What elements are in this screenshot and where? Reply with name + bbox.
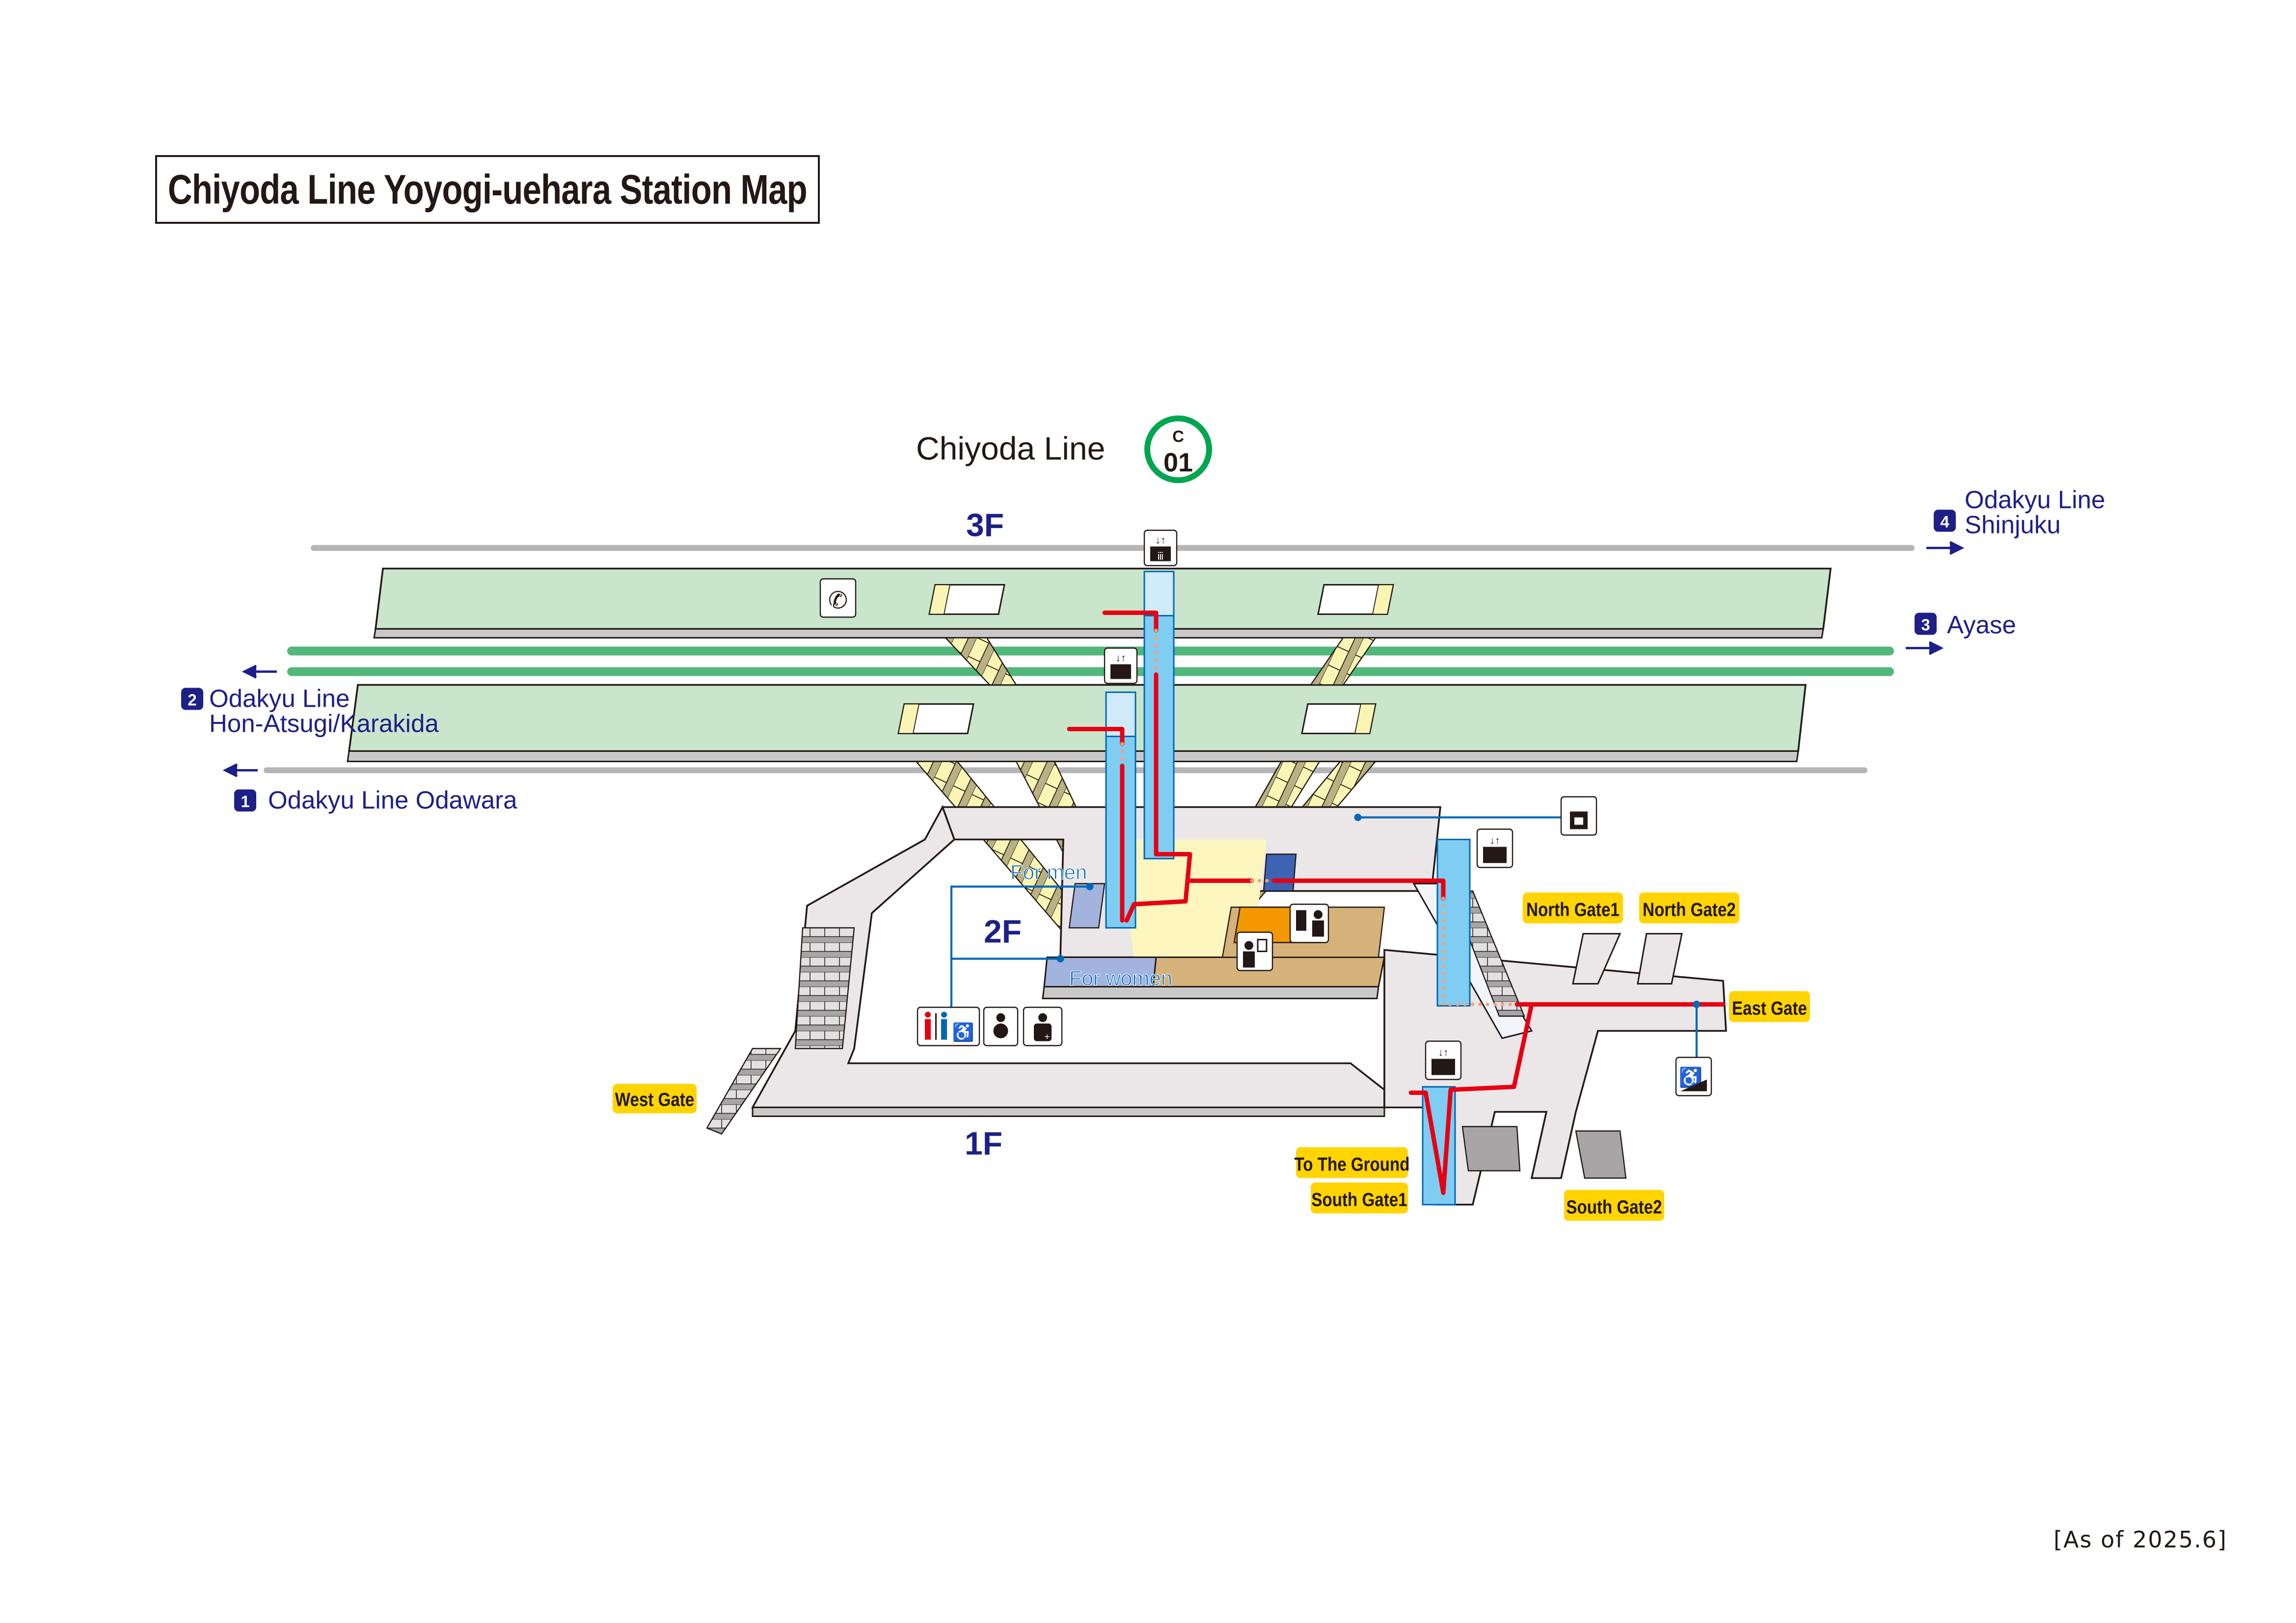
svg-text:To The Ground: To The Ground xyxy=(1294,1153,1409,1175)
line-header: Chiyoda Line C 01 xyxy=(916,415,1212,483)
staircase xyxy=(1309,637,1377,686)
direction-4: 4 Odakyu Line Shinjuku xyxy=(1926,486,2105,555)
gate-badge-east[interactable]: East Gate xyxy=(1729,991,1810,1022)
leader-lines xyxy=(950,816,1698,1058)
svg-text:↓↑: ↓↑ xyxy=(1438,1047,1449,1059)
direction-4-line2: Shinjuku xyxy=(1965,511,2061,539)
gate-badge-south2[interactable]: South Gate2 xyxy=(1564,1190,1664,1221)
svg-text:South Gate1: South Gate1 xyxy=(1311,1189,1407,1210)
floor-label-1f: 1F xyxy=(965,1125,1002,1162)
gate-badge-west[interactable]: West Gate xyxy=(613,1084,697,1114)
line-badge-ring xyxy=(1144,415,1212,483)
platform-lower xyxy=(347,684,1807,762)
gate-badge-south1[interactable]: South Gate1 xyxy=(1311,1182,1408,1214)
stair-opening xyxy=(897,703,974,734)
line-code-number: 01 xyxy=(1163,448,1193,478)
arrow-left-icon xyxy=(222,763,258,777)
svg-text:North Gate2: North Gate2 xyxy=(1643,899,1736,920)
gate-badge-ground[interactable]: To The Ground xyxy=(1294,1147,1410,1178)
leader-dot xyxy=(1086,883,1094,890)
stair-opening xyxy=(1301,703,1377,734)
svg-text:North Gate1: North Gate1 xyxy=(1526,899,1620,920)
barrier-free-route xyxy=(1067,611,1726,1195)
svg-text:4: 4 xyxy=(1940,513,1949,531)
toilet-label-women: For women xyxy=(1069,967,1172,990)
platform-upper xyxy=(373,567,1832,639)
direction-2: 2 Odakyu Line Hon-Atsugi/Karakida xyxy=(181,665,439,738)
gate-badge-north2[interactable]: North Gate2 xyxy=(1639,892,1739,924)
arrow-right-icon xyxy=(1906,641,1944,655)
mens-toilet-area xyxy=(1068,883,1106,929)
staircase xyxy=(944,637,1018,686)
floor-label-2f: 2F xyxy=(984,913,1022,950)
line-code-letter: C xyxy=(1172,427,1184,446)
station-office-icon xyxy=(1236,931,1273,971)
wheelchair-slope-icon: ♿ xyxy=(1675,1057,1712,1096)
barrier-free-route-dotted xyxy=(1120,628,1519,1007)
elevator-icon[interactable]: ↓↑ xyxy=(1104,647,1138,684)
line-name: Chiyoda Line xyxy=(916,430,1105,467)
arrow-right-icon xyxy=(1926,541,1965,555)
direction-3: 3 Ayase xyxy=(1906,611,2016,655)
svg-text:+: + xyxy=(1045,1032,1050,1042)
svg-text:1: 1 xyxy=(241,793,249,811)
as-of-date: [As of 2025.6] xyxy=(2053,1526,2227,1553)
concourse-1f xyxy=(706,805,1727,1206)
toilet-icon: ♿ xyxy=(917,1007,980,1046)
svg-text:♿: ♿ xyxy=(952,1022,974,1042)
svg-text:3: 3 xyxy=(1921,616,1930,634)
arrow-left-icon xyxy=(242,665,277,679)
elevator-icon[interactable]: ↓↑ xyxy=(1476,828,1513,868)
leader-dot xyxy=(1693,1001,1701,1008)
toilet-label-men: For men xyxy=(1010,861,1087,884)
map-title-box: Chiyoda Line Yoyogi-uehara Station Map xyxy=(155,155,820,224)
svg-text:West Gate: West Gate xyxy=(615,1089,694,1110)
ticket-gate xyxy=(1263,853,1297,892)
elevator-shaft xyxy=(1143,571,1175,859)
elevator-icon[interactable]: ↓↑ xyxy=(1425,1040,1462,1080)
svg-text:✆: ✆ xyxy=(828,588,848,614)
direction-1: 1 Odakyu Line Odawara xyxy=(222,763,517,814)
coin-locker-icon xyxy=(1560,796,1597,836)
direction-1-line1: Odakyu Line Odawara xyxy=(268,786,517,814)
svg-text:↓↑: ↓↑ xyxy=(1116,653,1126,664)
telephone-icon: ✆ xyxy=(819,578,857,618)
direction-4-line1: Odakyu Line xyxy=(1965,486,2105,514)
leader-dot xyxy=(1056,955,1064,962)
svg-text:South Gate2: South Gate2 xyxy=(1566,1196,1662,1218)
map-title: Chiyoda Line Yoyogi-uehara Station Map xyxy=(168,166,808,213)
first-aid-room-icon: + xyxy=(1023,1007,1063,1046)
svg-text:↓↑: ↓↑ xyxy=(1156,535,1166,546)
svg-text:↓↑: ↓↑ xyxy=(1490,835,1500,847)
direction-2-line2: Hon-Atsugi/Karakida xyxy=(209,710,439,738)
direction-3-line1: Ayase xyxy=(1947,611,2016,639)
floor-label-3f: 3F xyxy=(966,507,1004,543)
stair-opening xyxy=(928,584,1005,615)
elevator-icon[interactable]: ↓↑ ⅲ xyxy=(1143,530,1178,566)
stair-opening xyxy=(1317,584,1394,615)
direction-2-line1: Odakyu Line xyxy=(209,685,350,713)
leader-dot xyxy=(1354,814,1362,821)
baby-care-icon xyxy=(983,1007,1019,1046)
ticket-machine-icon xyxy=(1289,904,1329,943)
svg-text:ⅲ: ⅲ xyxy=(1157,551,1163,562)
gate-badge-north1[interactable]: North Gate1 xyxy=(1523,892,1623,924)
svg-text:East Gate: East Gate xyxy=(1732,997,1807,1019)
svg-text:2: 2 xyxy=(188,691,196,709)
concourse-2f xyxy=(941,806,1441,999)
